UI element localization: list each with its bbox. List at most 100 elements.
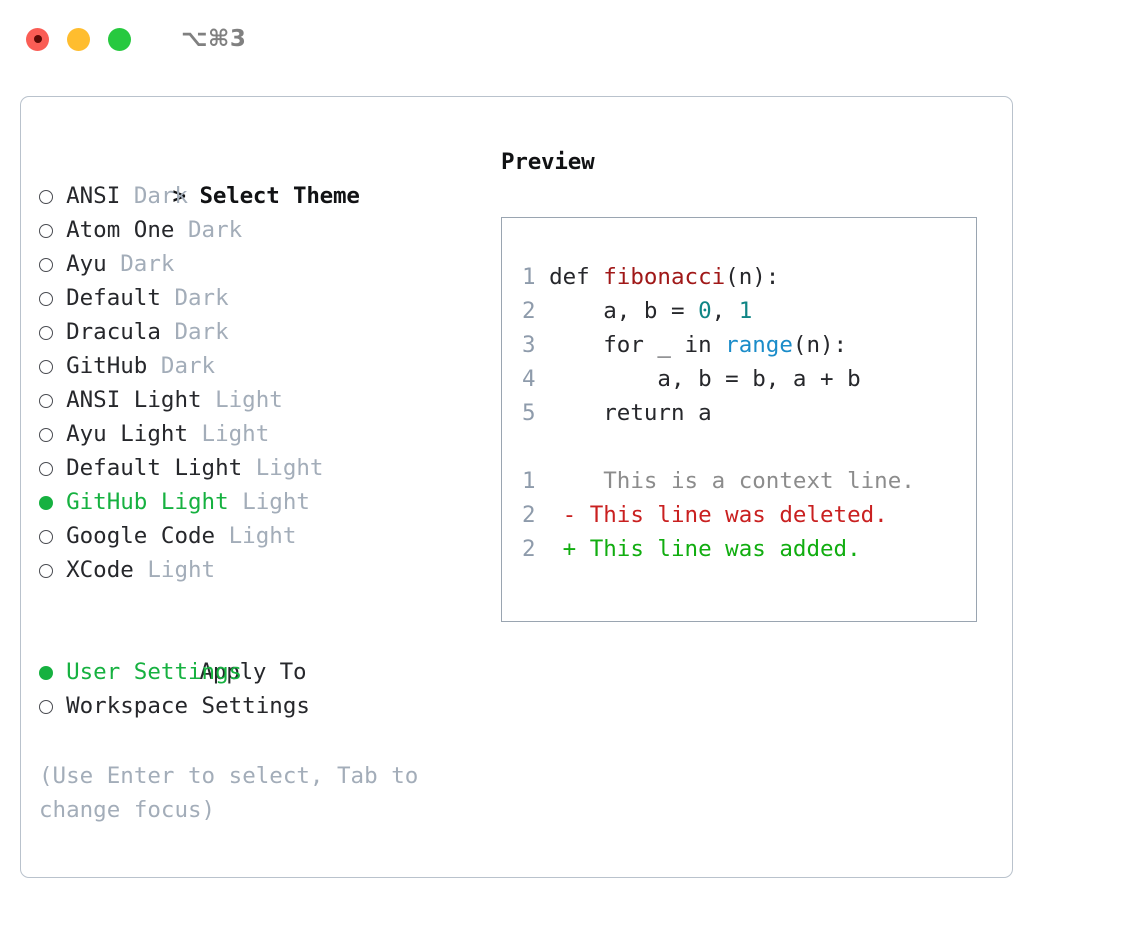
diff-line-text-del: - This line was deleted. <box>549 502 888 528</box>
keyboard-hint: (Use Enter to select, Tab to change focu… <box>39 763 419 823</box>
theme-item-label: Ayu <box>66 251 107 277</box>
theme-item-mode-tag: Dark <box>188 217 243 243</box>
theme-list-item[interactable]: Default Dark <box>39 281 479 315</box>
title-bar: ⌥⌘3 <box>0 0 1140 78</box>
apply-to-list-item[interactable]: Workspace Settings <box>39 689 479 723</box>
radio-unselected-icon <box>39 179 66 213</box>
label-gap <box>202 387 216 413</box>
radio-unselected-icon <box>39 451 66 485</box>
code-line-number: 5 <box>522 400 536 426</box>
theme-item-mode-tag: Dark <box>133 183 188 209</box>
theme-list-item[interactable]: Dracula Dark <box>39 315 479 349</box>
theme-item-label: Dracula <box>66 319 161 345</box>
theme-list-item[interactable]: Default Light Light <box>39 451 479 485</box>
select-theme-heading: > Select Theme <box>39 145 479 209</box>
radio-dot <box>39 190 53 204</box>
diff-line: 2 + This line was added. <box>522 532 976 566</box>
theme-item-mode-tag: Light <box>255 455 324 481</box>
apply-to-list-item[interactable]: User Settings <box>39 655 479 689</box>
minimize-button[interactable] <box>67 27 90 51</box>
theme-item-label: Atom One <box>66 217 175 243</box>
theme-list-item[interactable]: Ayu Light Light <box>39 417 479 451</box>
section-spacer <box>39 587 479 621</box>
apply-to-heading: Apply To <box>39 621 479 685</box>
radio-dot <box>39 530 53 544</box>
theme-item-mode-tag: Dark <box>174 319 229 345</box>
diff-line: 1 This is a context line. <box>522 464 976 498</box>
code-line-number: 2 <box>522 298 536 324</box>
diff-line-number: 2 <box>522 536 536 562</box>
label-gap <box>174 217 188 243</box>
theme-item-label: GitHub <box>66 353 148 379</box>
theme-list-item[interactable]: Ayu Dark <box>39 247 479 281</box>
radio-dot <box>39 292 53 306</box>
label-gap <box>188 421 202 447</box>
radio-dot <box>39 224 53 238</box>
radio-unselected-icon <box>39 519 66 553</box>
theme-item-mode-tag: Light <box>242 489 310 515</box>
theme-list-item[interactable]: GitHub Light Light <box>39 485 479 519</box>
radio-dot <box>39 700 53 714</box>
diff-sample: 1 This is a context line. 2 - This line w… <box>522 464 976 566</box>
code-line: 2 a, b = 0, 1 <box>522 294 976 328</box>
radio-unselected-icon <box>39 213 66 247</box>
zoom-button[interactable] <box>108 27 131 51</box>
radio-unselected-icon <box>39 689 66 723</box>
label-gap <box>215 523 229 549</box>
code-token-plain: a, b = <box>549 298 699 324</box>
diff-line-text-add: + This line was added. <box>549 536 861 562</box>
radio-dot <box>39 462 53 476</box>
radio-unselected-icon <box>39 281 66 315</box>
theme-item-label: GitHub Light <box>66 489 229 515</box>
radio-dot <box>39 666 53 680</box>
theme-item-label: ANSI <box>66 183 121 209</box>
code-line: 4 a, b = b, a + b <box>522 362 976 396</box>
radio-unselected-icon <box>39 553 66 587</box>
theme-list-item[interactable]: ANSI Dark <box>39 179 479 213</box>
radio-unselected-icon <box>39 247 66 281</box>
theme-list-item[interactable]: XCode Light <box>39 553 479 587</box>
radio-dot <box>39 428 53 442</box>
theme-item-mode-tag: Dark <box>120 251 175 277</box>
theme-item-mode-tag: Dark <box>174 285 229 311</box>
code-token-plain: for _ in <box>549 332 726 358</box>
focus-caret-icon: > <box>172 183 186 209</box>
diff-line-number: 1 <box>522 468 536 494</box>
select-theme-heading-label: Select Theme <box>199 183 360 209</box>
keyboard-shortcut-label: ⌥⌘3 <box>181 26 247 52</box>
radio-unselected-icon <box>39 315 66 349</box>
radio-unselected-icon <box>39 383 66 417</box>
radio-dot <box>39 496 53 510</box>
radio-dot <box>39 360 53 374</box>
theme-item-label: Ayu Light <box>66 421 188 447</box>
label-gap <box>229 489 243 515</box>
code-token-plain: return a <box>549 400 712 426</box>
code-token-plain: a, b = b, a + b <box>549 366 861 392</box>
theme-item-mode-tag: Light <box>228 523 297 549</box>
radio-selected-icon <box>39 655 66 689</box>
code-line: 5 return a <box>522 396 976 430</box>
code-token-plain: , <box>711 298 739 324</box>
theme-list-item[interactable]: Atom One Dark <box>39 213 479 247</box>
code-token-call: range <box>725 332 793 358</box>
theme-list-item[interactable]: ANSI Light Light <box>39 383 479 417</box>
radio-dot <box>39 394 53 408</box>
code-line-number: 3 <box>522 332 536 358</box>
theme-list-item[interactable]: GitHub Dark <box>39 349 479 383</box>
radio-selected-icon <box>39 485 66 519</box>
diff-line-number: 2 <box>522 502 536 528</box>
theme-list-item[interactable]: Google Code Light <box>39 519 479 553</box>
code-line-number: 4 <box>522 366 536 392</box>
radio-dot <box>39 258 53 272</box>
apply-to-item-label: User Settings <box>66 659 243 685</box>
apply-to-item-label: Workspace Settings <box>66 693 310 719</box>
close-button[interactable] <box>26 27 49 51</box>
code-token-num: 0 <box>698 298 712 324</box>
